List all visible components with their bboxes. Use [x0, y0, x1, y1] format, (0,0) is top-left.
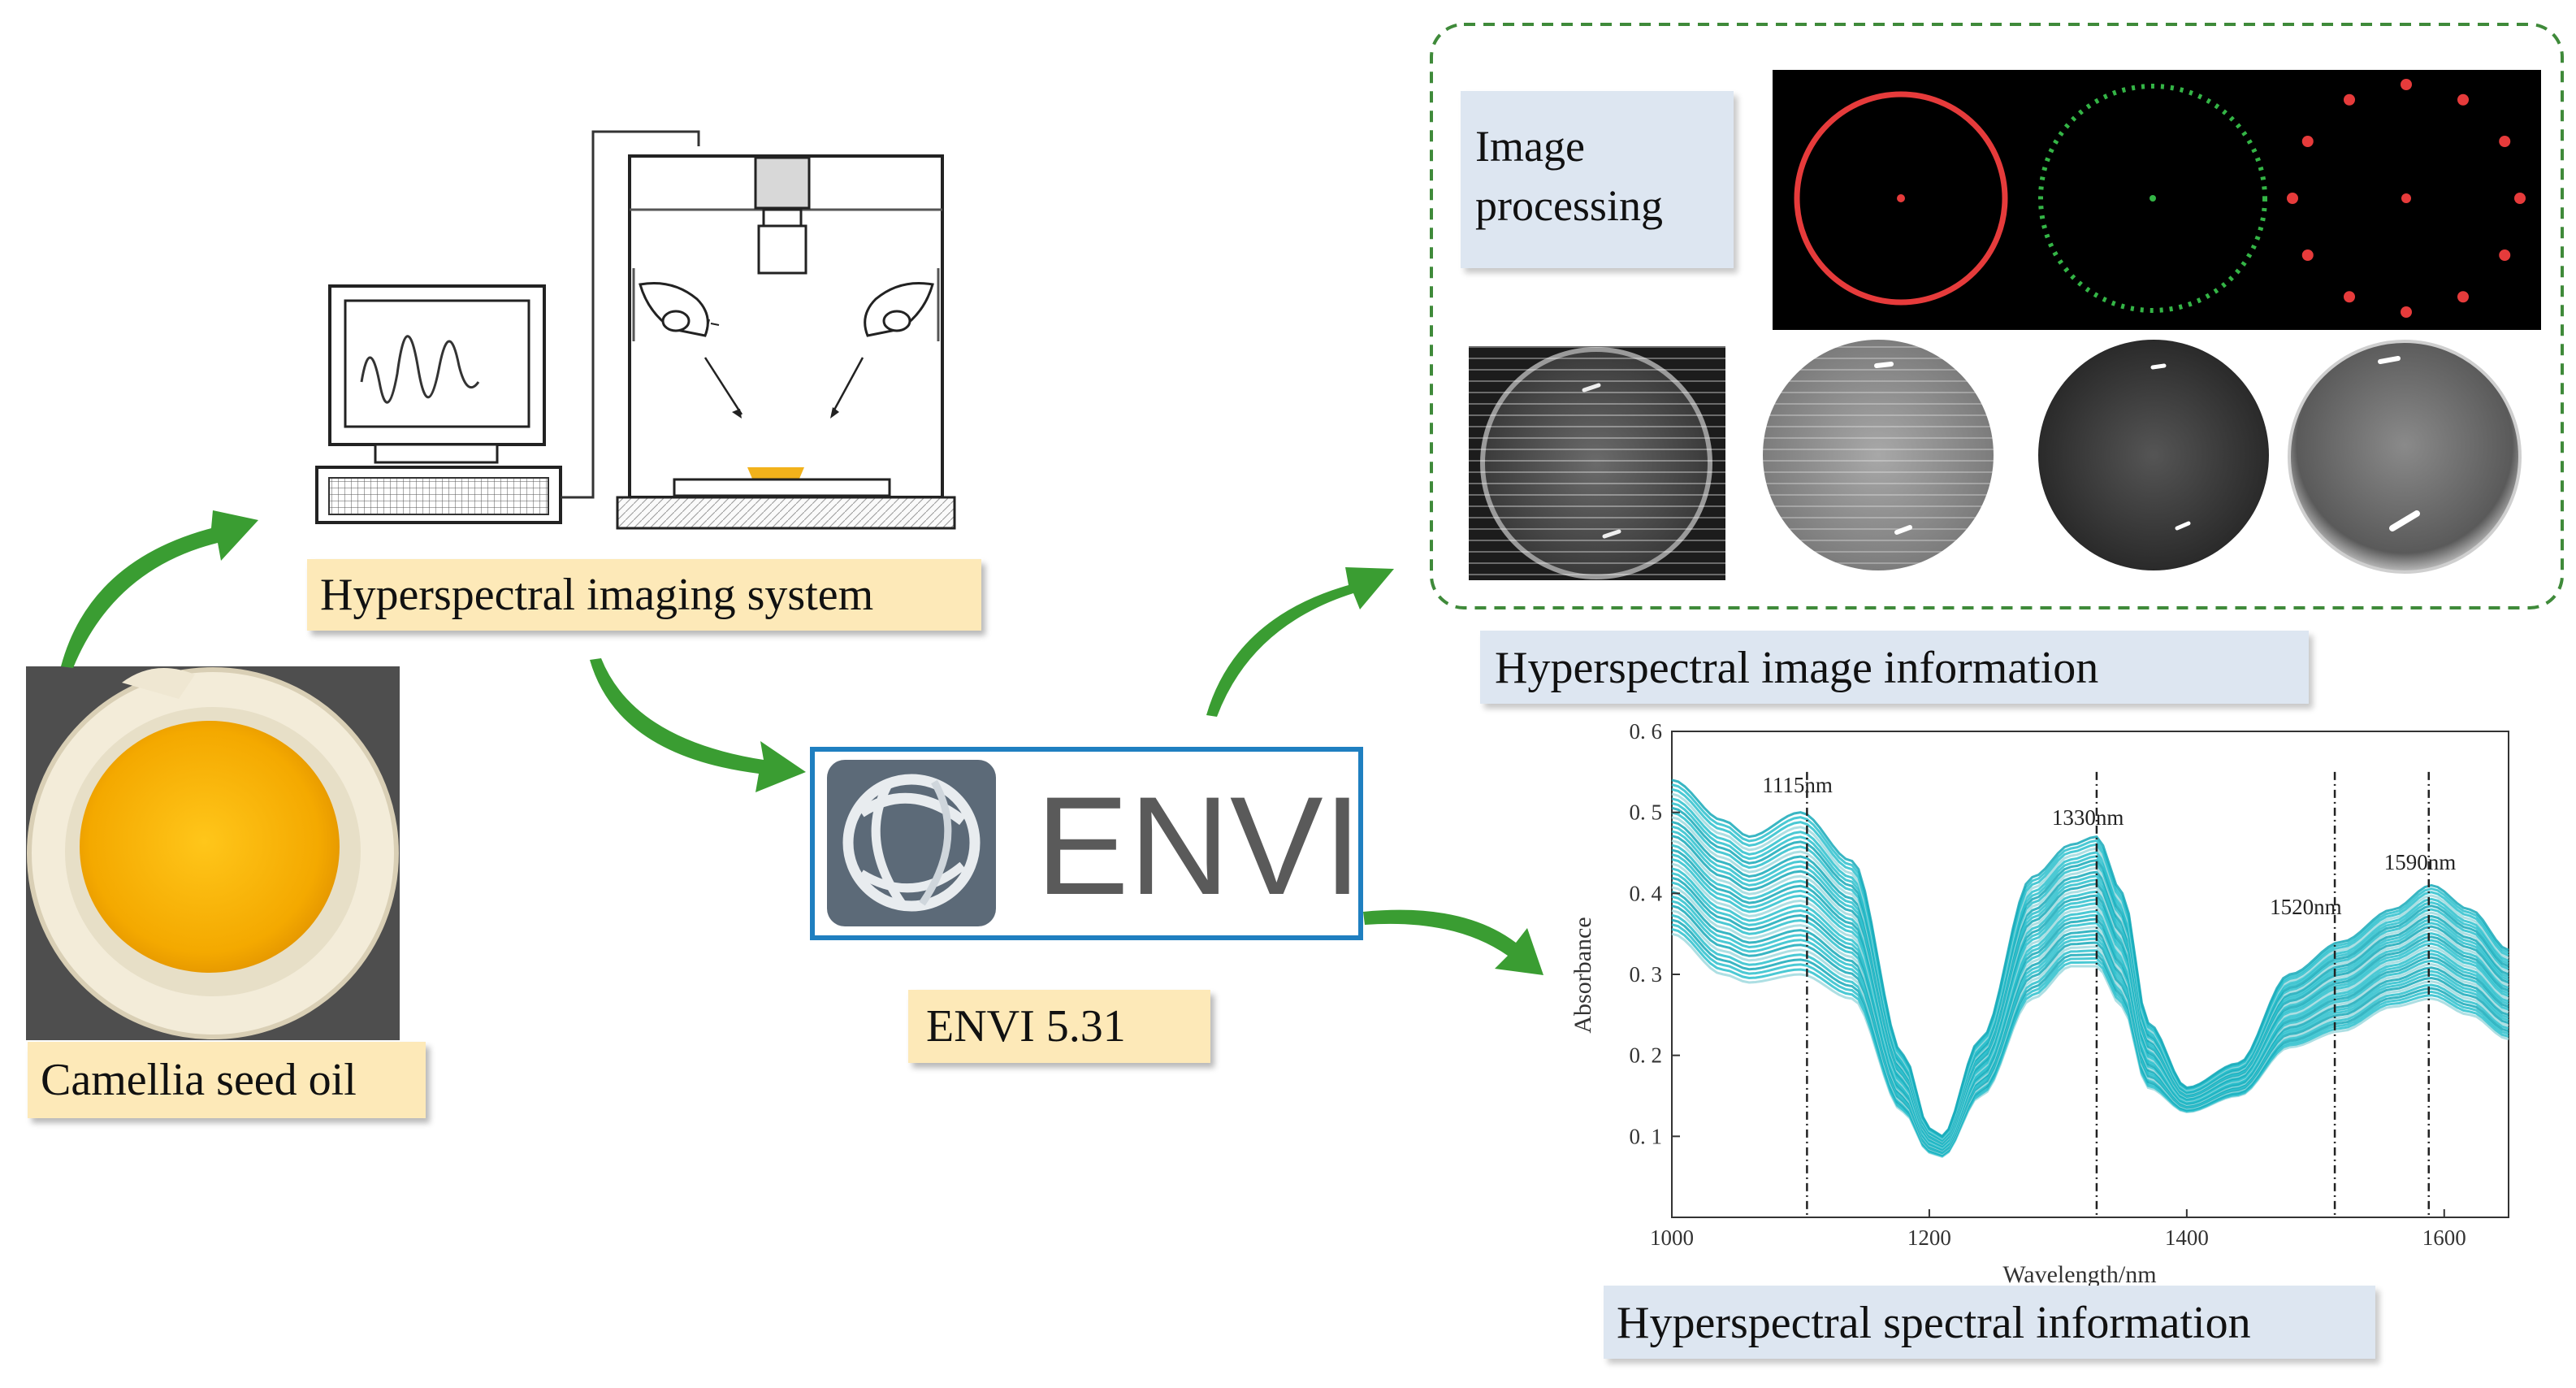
- y-tick-label: 0. 1: [1630, 1124, 1663, 1148]
- red-dot: [2401, 79, 2412, 90]
- oil-dish-photo: [26, 666, 400, 1040]
- arrow-icon: [61, 510, 1543, 975]
- y-tick-label: 0. 2: [1630, 1043, 1663, 1068]
- spectrum-line: [1671, 904, 2509, 1155]
- red-dot: [2344, 93, 2355, 106]
- spectrum-line: [1671, 830, 2509, 1145]
- spectrum-line: [1671, 787, 2509, 1139]
- red-dot: [2514, 193, 2526, 204]
- peak-annotations: 1115nm 1330nm 1520nm 1590nm: [1762, 771, 2457, 1217]
- spectrum-line: [1671, 853, 2509, 1148]
- red-dot: [2301, 136, 2314, 147]
- red-dot: [2457, 93, 2469, 106]
- x-tick-label: 1200: [1907, 1225, 1951, 1250]
- red-dot: [2287, 193, 2298, 204]
- envi-logo: ENVI: [810, 747, 1363, 940]
- spectrum-line: [1671, 886, 2509, 1152]
- spectrum-line: [1671, 913, 2509, 1156]
- spectrum-line: [1671, 918, 2509, 1156]
- spectrum-line: [1671, 792, 2509, 1140]
- image-processing-label: Image processing: [1461, 91, 1734, 268]
- spectrum-line: [1671, 923, 2509, 1157]
- red-dot: [2301, 249, 2314, 261]
- spectrum-line: [1671, 932, 2509, 1158]
- spectrum-line: [1671, 797, 2509, 1141]
- spectrum-line: [1671, 848, 2509, 1147]
- spectrum-line: [1671, 857, 2509, 1148]
- envi-version-label: ENVI 5.31: [908, 990, 1210, 1063]
- spectrum-line: [1671, 844, 2509, 1147]
- spectrum-line: [1671, 862, 2509, 1149]
- y-axis-label: Absorbance: [1569, 917, 1596, 1033]
- spectrum-line: [1671, 900, 2509, 1154]
- axis-ticks: 1000 1200 1400 1600 0. 1 0. 2 0. 3 0. 4 0. 5 0. 6: [1630, 719, 2466, 1250]
- hyperspectral-images: [1469, 340, 2522, 580]
- spectrum-line: [1671, 872, 2509, 1151]
- spectrum-line: [1671, 779, 2509, 1139]
- spectral-series: [1671, 779, 2509, 1158]
- spectrum-line: [1671, 876, 2509, 1151]
- peak-label: 1520nm: [2270, 895, 2342, 919]
- envi-logo-text: ENVI: [1036, 768, 1362, 924]
- image-processing-frame: [1430, 23, 2564, 609]
- image-information-label: Hyperspectral image information: [1480, 631, 2309, 704]
- peak-label: 1115nm: [1762, 773, 1833, 797]
- spectrum-line: [1671, 811, 2509, 1143]
- spectrum-line: [1671, 867, 2509, 1150]
- y-tick-label: 0. 6: [1630, 719, 1663, 744]
- red-dot: [2457, 291, 2469, 303]
- spectrum-line: [1671, 909, 2509, 1156]
- imaging-system-label: Hyperspectral imaging system: [307, 559, 981, 631]
- red-dot: [2499, 136, 2511, 147]
- spectrum-line: [1671, 783, 2509, 1139]
- peak-label: 1330nm: [2052, 805, 2124, 830]
- spectrum-line: [1671, 825, 2509, 1144]
- red-dot: [2499, 249, 2511, 261]
- spectrum-line: [1671, 806, 2509, 1142]
- peak-label: 1590nm: [2384, 850, 2457, 874]
- spectral-chart: 1115nm 1330nm 1520nm 1590nm 1000 1200 1400 160…: [1569, 719, 2509, 1288]
- spectral-information-label: Hyperspectral spectral information: [1604, 1286, 2375, 1359]
- spectrum-line: [1671, 820, 2509, 1143]
- camellia-oil-label: Camellia seed oil: [28, 1042, 426, 1118]
- spectrum-line: [1671, 895, 2509, 1153]
- spectrum-line: [1671, 816, 2509, 1143]
- x-tick-label: 1600: [2422, 1225, 2466, 1250]
- x-tick-label: 1000: [1650, 1225, 1694, 1250]
- red-dot: [2401, 306, 2412, 318]
- y-tick-label: 0. 5: [1630, 800, 1663, 825]
- spectrum-line: [1671, 927, 2509, 1158]
- spectrum-line: [1671, 881, 2509, 1152]
- spectrum-line: [1671, 802, 2509, 1141]
- y-tick-label: 0. 3: [1630, 962, 1663, 987]
- image-processing-panels: [1773, 70, 2541, 330]
- red-dot: [2344, 291, 2355, 303]
- x-tick-label: 1400: [2165, 1225, 2209, 1250]
- x-axis-label: Wavelength/nm: [2002, 1261, 2156, 1288]
- y-tick-label: 0. 4: [1630, 881, 1663, 905]
- spectrum-line: [1671, 835, 2509, 1146]
- imaging-chamber-icon: [616, 154, 956, 530]
- spectrum-line: [1671, 891, 2509, 1153]
- spectrum-line: [1671, 839, 2509, 1146]
